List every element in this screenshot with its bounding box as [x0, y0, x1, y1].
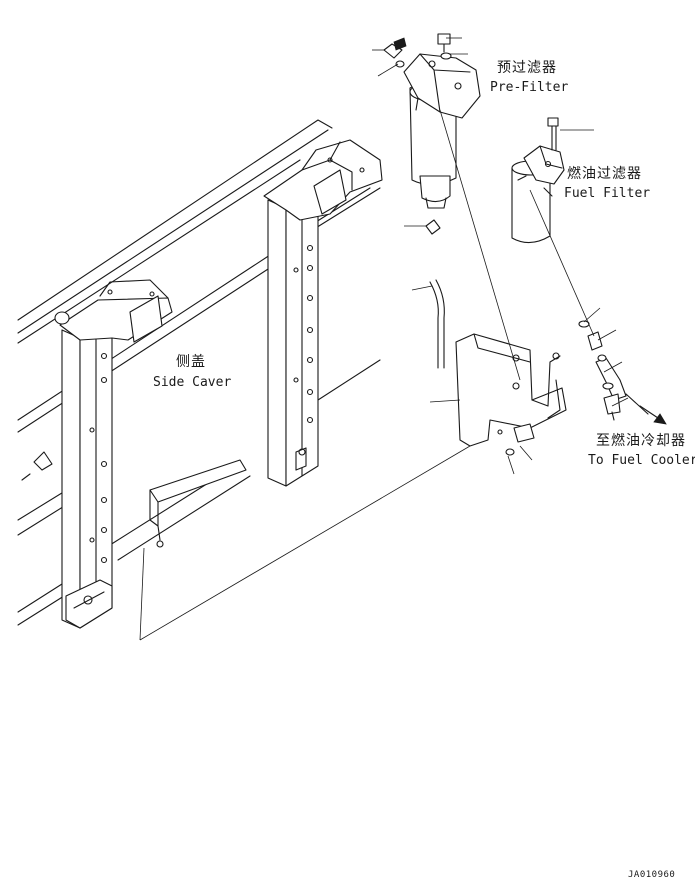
right-post [263, 139, 383, 487]
side-cover-label-zh: 侧盖 [176, 354, 206, 370]
to-cooler-label-zh: 至燃油冷却器 [596, 433, 686, 449]
pre-filter-label-en: Pre-Filter [490, 80, 569, 95]
fuel-filter-label-zh: 燃油过滤器 [567, 166, 642, 182]
to-cooler-arrow [639, 405, 667, 425]
fuel-filter-label-en: Fuel Filter [564, 186, 651, 201]
fasteners [383, 33, 621, 456]
hoses [429, 279, 649, 415]
pre-filter [403, 53, 481, 209]
filter-bracket [455, 333, 567, 447]
left-post [54, 279, 173, 629]
pre-filter-label-zh: 预过滤器 [497, 60, 557, 76]
drawing-code: JA010960 [628, 870, 676, 880]
lower-members [21, 451, 247, 548]
fuel-filter [511, 145, 565, 244]
to-cooler-label-en: To Fuel Cooler [588, 453, 695, 468]
side-cover-label-en: Side Caver [153, 375, 232, 390]
leader-lines [139, 37, 629, 641]
